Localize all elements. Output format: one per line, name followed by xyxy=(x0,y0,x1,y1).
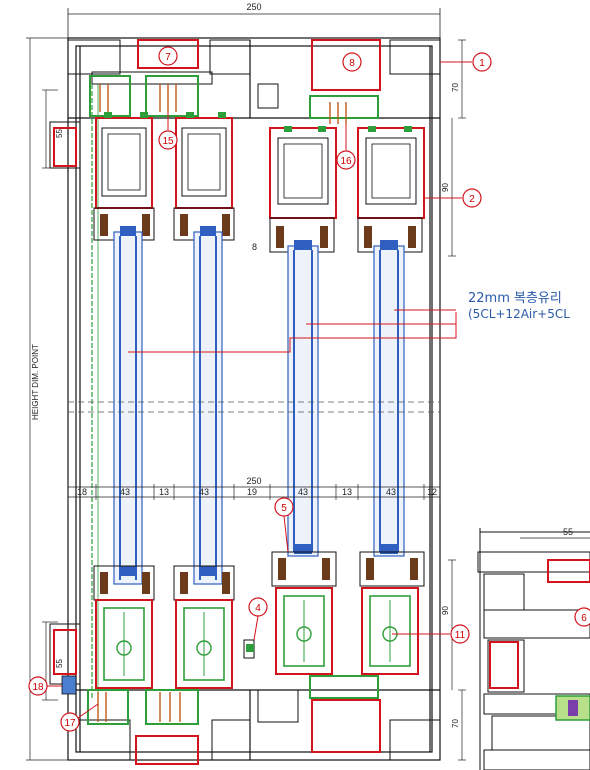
left-jamb-reinforcement xyxy=(53,127,77,675)
callout-16: 16 xyxy=(336,124,356,170)
glass-pane-4 xyxy=(373,240,405,557)
seg-6: 43 xyxy=(298,487,308,497)
seg-3: 13 xyxy=(159,487,169,497)
top-gaskets xyxy=(89,75,379,119)
sash-1-lower xyxy=(93,565,155,689)
right-mid-90: 90 xyxy=(441,183,450,192)
callout-5-label: 5 xyxy=(281,503,287,514)
glass-note-line2: (5CL+12Air+5CL xyxy=(468,307,570,321)
sash-2-lower xyxy=(173,565,235,689)
top-interlock-bars xyxy=(99,84,347,124)
seg-2: 43 xyxy=(120,487,130,497)
callout-2-label: 2 xyxy=(469,194,475,205)
mid-width-label: 250 xyxy=(246,476,261,486)
detail-reinforcement xyxy=(489,641,519,689)
right-top-70: 70 xyxy=(451,83,460,92)
callout-4-label: 4 xyxy=(255,603,261,614)
callout-8: 8 xyxy=(342,52,362,72)
callout-6-label: 6 xyxy=(581,613,587,624)
right-dimension-lines xyxy=(448,39,466,761)
top-width-label: 250 xyxy=(246,2,261,12)
sash-4-lower xyxy=(359,551,425,675)
detail-gasket-core xyxy=(568,700,578,716)
seg-4: 43 xyxy=(199,487,209,497)
drain-block xyxy=(61,675,77,695)
callout-7-label: 7 xyxy=(165,52,171,63)
height-dim-label: HEIGHT DIM. POINT xyxy=(31,344,40,420)
mid-dimension-chain xyxy=(67,480,441,504)
glass-leaders xyxy=(128,309,457,353)
callout-18: 18 xyxy=(28,676,62,696)
bottom-reinforcements xyxy=(135,699,381,765)
seg-9: 12 xyxy=(427,487,437,497)
seg-1: 18 xyxy=(77,487,87,497)
callout-15-label: 15 xyxy=(162,136,174,147)
callout-17: 17 xyxy=(60,703,99,732)
detail-reinforcement-top xyxy=(547,559,590,583)
sash-1-upper xyxy=(93,117,155,241)
bottom-interlock-bars xyxy=(97,692,181,722)
callout-18-label: 18 xyxy=(32,682,44,693)
sash-3-lower xyxy=(271,551,337,675)
top-dimension xyxy=(67,8,441,40)
left-top-55: 55 xyxy=(55,129,64,138)
interlock-stopper-gasket xyxy=(246,644,254,652)
top-reinforcements xyxy=(137,39,381,91)
break-marks xyxy=(68,401,440,413)
bottom-gaskets xyxy=(87,675,379,725)
detail-inset xyxy=(477,528,590,770)
callout-5: 5 xyxy=(274,497,294,553)
bottom-frame-profiles xyxy=(67,689,441,761)
glass-note-line1: 22mm 복층유리 xyxy=(468,291,562,306)
seg-8: 43 xyxy=(386,487,396,497)
detail-width-label: 55 xyxy=(563,527,573,537)
callout-1-label: 1 xyxy=(479,58,485,69)
callout-15: 15 xyxy=(158,112,178,150)
glass-pane-2 xyxy=(193,226,223,585)
callout-17-label: 17 xyxy=(64,718,76,729)
callout-16-label: 16 xyxy=(340,156,352,167)
callout-6: 6 xyxy=(574,607,590,627)
top-frame-profiles xyxy=(67,39,441,109)
sash-4-upper xyxy=(357,127,425,253)
callout-7: 7 xyxy=(158,46,178,66)
top-gasket-dots xyxy=(104,112,412,132)
callout-11: 11 xyxy=(392,624,470,644)
callout-8-label: 8 xyxy=(349,58,355,69)
callout-11-label: 11 xyxy=(455,630,466,641)
callout-4: 4 xyxy=(248,597,268,641)
sash-2-upper xyxy=(173,117,235,241)
glass-pane-1 xyxy=(113,226,143,585)
left-bottom-55: 55 xyxy=(55,659,64,668)
callout-2: 2 xyxy=(424,188,482,208)
right-lower-90: 90 xyxy=(441,606,450,615)
segment-labels: 18 43 13 43 19 43 13 43 12 xyxy=(77,487,437,497)
sash-3-upper xyxy=(269,127,337,253)
seg-5: 19 xyxy=(247,487,257,497)
small-8-label: 8 xyxy=(252,242,257,252)
right-bottom-70: 70 xyxy=(451,719,460,728)
seg-7: 13 xyxy=(342,487,352,497)
callout-1: 1 xyxy=(440,52,492,72)
